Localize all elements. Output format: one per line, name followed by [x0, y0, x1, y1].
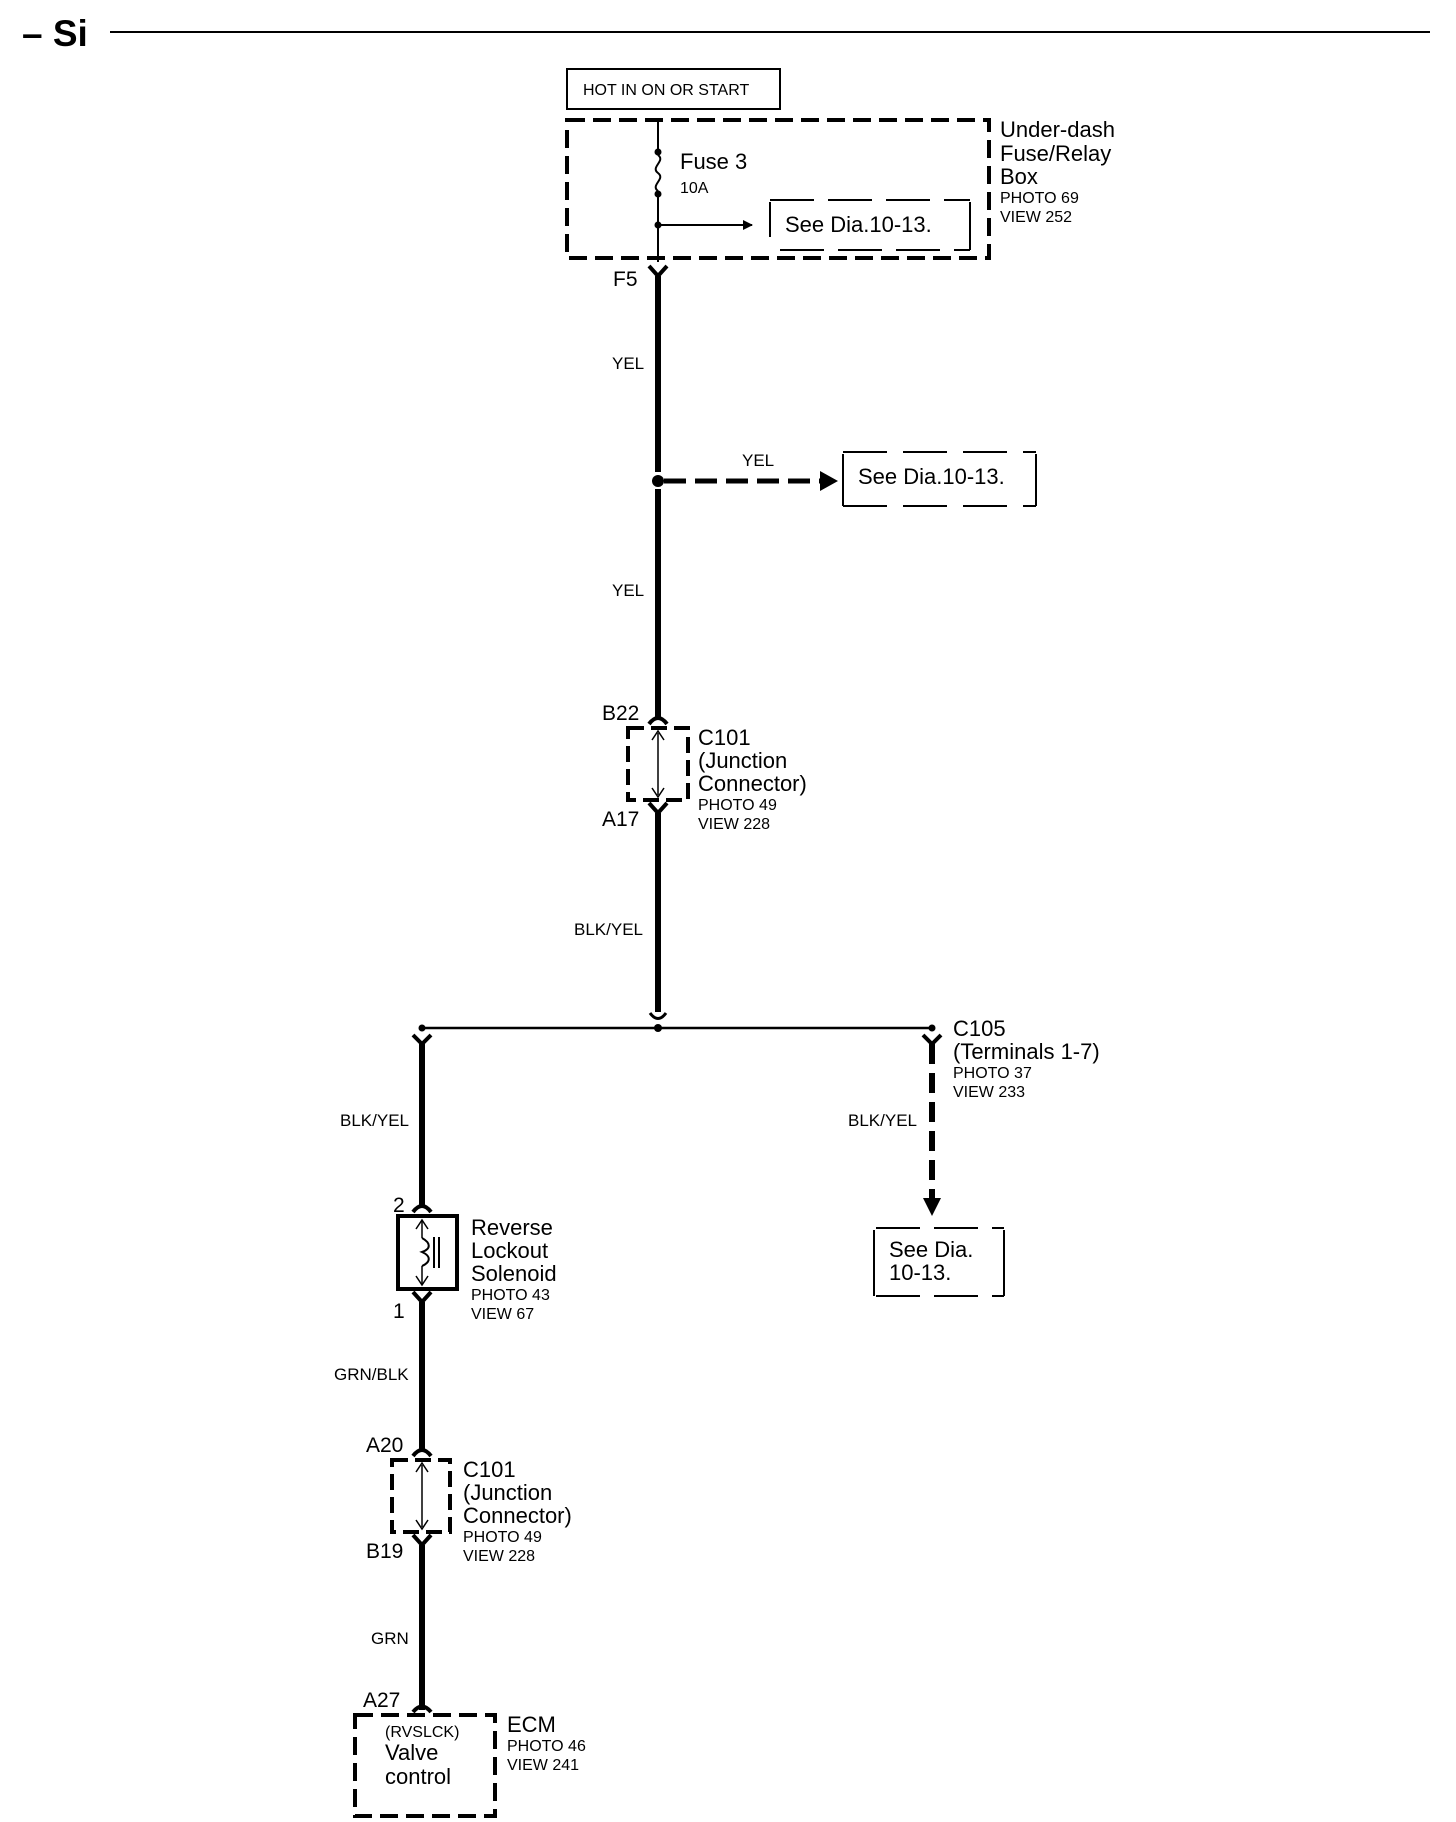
wire-label-yel-1: YEL	[612, 354, 644, 373]
solenoid-top-connector	[411, 1204, 433, 1214]
solenoid-bottom-connector	[411, 1290, 433, 1305]
c101-bottom-name-line3: Connector)	[463, 1503, 572, 1528]
solenoid-photo: PHOTO 43	[471, 1287, 550, 1304]
terminal-a17: A17	[602, 808, 639, 831]
solenoid-view: VIEW 67	[471, 1306, 534, 1323]
solenoid-name-line2: Lockout	[471, 1238, 548, 1263]
wire-label-blk-yel-2: BLK/YEL	[340, 1111, 409, 1130]
terminal-2: 2	[393, 1194, 405, 1217]
c101-top-arrow-up	[651, 729, 665, 741]
fuse-ref-box	[769, 199, 971, 251]
fuse-box-name-line1: Under-dash	[1000, 117, 1115, 142]
connector-b19-symbol	[411, 1533, 433, 1548]
c105-view: VIEW 233	[953, 1084, 1025, 1101]
c101-bottom-name-line1: C101	[463, 1457, 516, 1482]
c101-bottom-name-line2: (Junction	[463, 1480, 552, 1505]
fuse-box-name-line2: Fuse/Relay	[1000, 141, 1111, 166]
c101-bottom-view: VIEW 228	[463, 1548, 535, 1565]
c101-bottom-photo: PHOTO 49	[463, 1529, 542, 1546]
bus-left-connector	[411, 1033, 433, 1047]
ecm-view: VIEW 241	[507, 1757, 579, 1774]
connector-f5-symbol	[647, 264, 669, 279]
ecm-photo: PHOTO 46	[507, 1738, 586, 1755]
c105-ref-box	[873, 1227, 1005, 1297]
solenoid-coil-icon	[415, 1218, 440, 1287]
c105-name-line2: (Terminals 1-7)	[953, 1039, 1100, 1064]
bus-center-node	[654, 1024, 662, 1032]
c101-top-name-line1: C101	[698, 725, 751, 750]
solenoid-box	[396, 1214, 459, 1291]
terminal-b22: B22	[602, 702, 639, 725]
ecm-box	[353, 1713, 497, 1818]
terminal-b19: B19	[366, 1540, 403, 1563]
wire-label-blk-yel-3: BLK/YEL	[848, 1111, 917, 1130]
c105-arrow-icon	[923, 1198, 941, 1216]
c105-ref-line2: 10-13.	[889, 1260, 951, 1285]
c101-bottom-arrow-up	[415, 1461, 429, 1473]
terminal-a20: A20	[366, 1434, 403, 1457]
ecm-pin-line3: control	[385, 1764, 451, 1789]
connector-b22-symbol	[647, 716, 669, 726]
c101-top-box	[626, 726, 690, 802]
splice-ref-text: See Dia.10-13.	[858, 464, 1005, 489]
bus-right-node	[928, 1024, 936, 1032]
fuse-box-name-line3: Box	[1000, 164, 1038, 189]
fuse-relay-box	[565, 118, 991, 260]
connector-a27-symbol	[411, 1704, 433, 1714]
page-title: – Si	[22, 13, 88, 54]
c101-top-name-line3: Connector)	[698, 771, 807, 796]
splice-ref-box	[842, 451, 1037, 507]
solenoid-name-line3: Solenoid	[471, 1261, 557, 1286]
terminal-a27: A27	[363, 1689, 400, 1712]
fuse-name: Fuse 3	[680, 149, 747, 174]
splice-point	[652, 475, 664, 487]
c105-ref-line1: See Dia.	[889, 1237, 973, 1262]
wire-label-grn-blk: GRN/BLK	[334, 1365, 409, 1384]
c105-name-line1: C105	[953, 1016, 1006, 1041]
fuse-box-photo: PHOTO 69	[1000, 190, 1079, 207]
fuse-ref-text: See Dia.10-13.	[785, 212, 932, 237]
terminal-1: 1	[393, 1300, 405, 1323]
connector-a20-symbol	[411, 1448, 433, 1458]
solenoid-name-line1: Reverse	[471, 1215, 553, 1240]
c101-top-name-line2: (Junction	[698, 748, 787, 773]
wire-label-grn: GRN	[371, 1629, 409, 1648]
ecm-pin-line2: Valve	[385, 1740, 438, 1765]
ecm-name: ECM	[507, 1712, 556, 1737]
ecm-pin-line1: (RVSLCK)	[385, 1724, 459, 1741]
power-label-box	[566, 68, 781, 110]
wire-label-yel-3: YEL	[612, 581, 644, 600]
c105-photo: PHOTO 37	[953, 1065, 1032, 1082]
terminal-f5: F5	[613, 268, 638, 291]
connector-a17-symbol	[647, 801, 669, 816]
fuse-rating: 10A	[680, 180, 709, 197]
wire-label-yel-2: YEL	[742, 451, 774, 470]
fuse-3-symbol	[654, 120, 662, 262]
c101-bottom-arrow-down	[415, 1519, 429, 1531]
bus-tap-symbol	[648, 1012, 668, 1020]
c101-top-arrow-down	[651, 787, 665, 799]
wire-label-blk-yel-1: BLK/YEL	[574, 920, 643, 939]
c101-top-photo: PHOTO 49	[698, 797, 777, 814]
c101-bottom-box	[390, 1458, 452, 1534]
c105-connector-symbol	[921, 1033, 943, 1047]
c101-top-view: VIEW 228	[698, 816, 770, 833]
power-label: HOT IN ON OR START	[583, 82, 749, 99]
splice-arrow-icon	[820, 471, 838, 491]
fuse-box-view: VIEW 252	[1000, 209, 1072, 226]
bus-left-node	[418, 1024, 426, 1032]
